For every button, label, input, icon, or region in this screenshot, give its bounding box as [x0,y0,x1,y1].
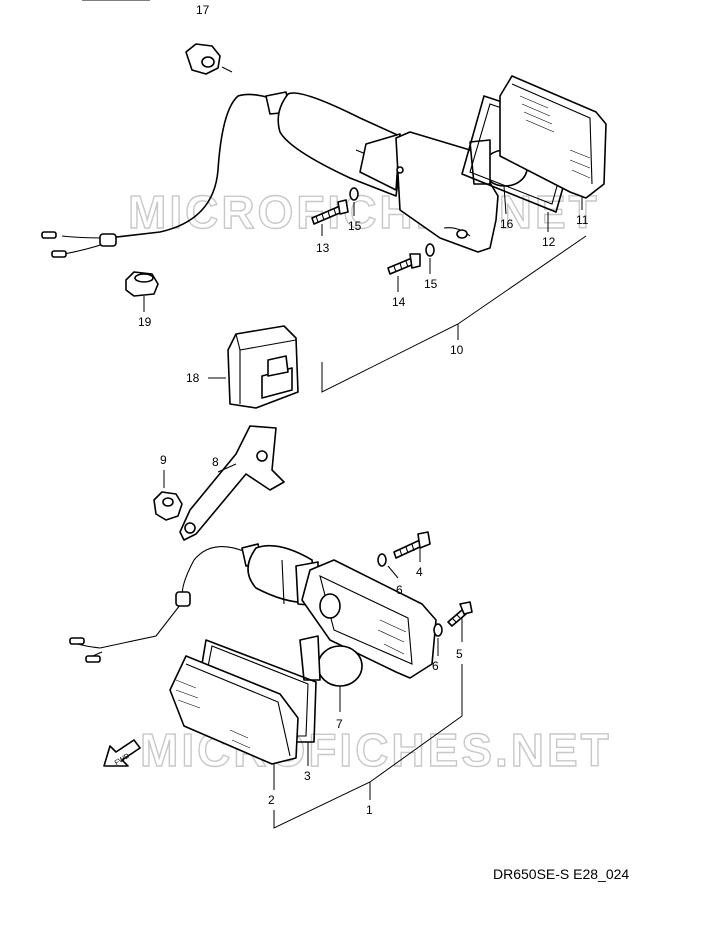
callout-18: 18 [186,371,200,385]
washer-15a [349,187,359,201]
callout-12: 12 [542,235,556,249]
grommet-19 [125,271,159,312]
callout-8: 8 [212,455,219,469]
callout-16: 16 [500,217,514,231]
washer-6a [377,553,387,567]
connector-upper-1 [41,231,57,239]
callout-11: 11 [576,213,589,227]
watermark-top: MICROFICHES.NET [128,186,600,238]
callout-19: 19 [138,315,152,329]
bracket-leader-10 [321,235,587,393]
callout-13: 13 [316,241,330,255]
callout-2: 2 [268,793,275,807]
washer-6b [433,623,443,637]
wire-lower [99,546,247,649]
screw-14 [387,253,421,292]
connector-lower-1 [69,637,85,645]
nut-17 [185,43,233,75]
wire-sleeve-upper [99,233,117,247]
callout-6b: 6 [432,659,439,673]
lens-2 [169,655,299,790]
relay-18 [208,325,299,409]
nut-9 [153,470,183,521]
callout-7: 7 [336,717,343,731]
connector-lower-2 [85,655,101,663]
wire-sleeve-lower [175,591,191,607]
callout-15b: 15 [424,277,438,291]
lower-lamp-housing [301,559,437,679]
callout-6a: 6 [396,583,403,597]
lens-11 [499,75,607,210]
callout-14: 14 [392,295,406,309]
callout-15a: 15 [348,219,362,233]
callout-5: 5 [456,647,463,661]
screw-5 [447,601,473,642]
callout-9: 9 [160,453,167,467]
callout-3: 3 [304,769,311,783]
screw-13 [311,199,349,236]
fwd-arrow-icon: FWD [103,739,141,767]
screw-4 [393,531,431,562]
connector-upper-2 [51,250,67,258]
callout-4: 4 [416,565,423,579]
diagram-caption: DR650SE-S E28_024 [493,866,630,882]
bracket-8 [179,425,285,541]
callout-17: 17 [196,3,210,17]
bulb-7 [299,635,363,712]
washer-15b [425,243,435,257]
upper-lamp-stalk [265,91,405,197]
callout-1: 1 [366,803,373,817]
callout-10: 10 [450,343,464,357]
